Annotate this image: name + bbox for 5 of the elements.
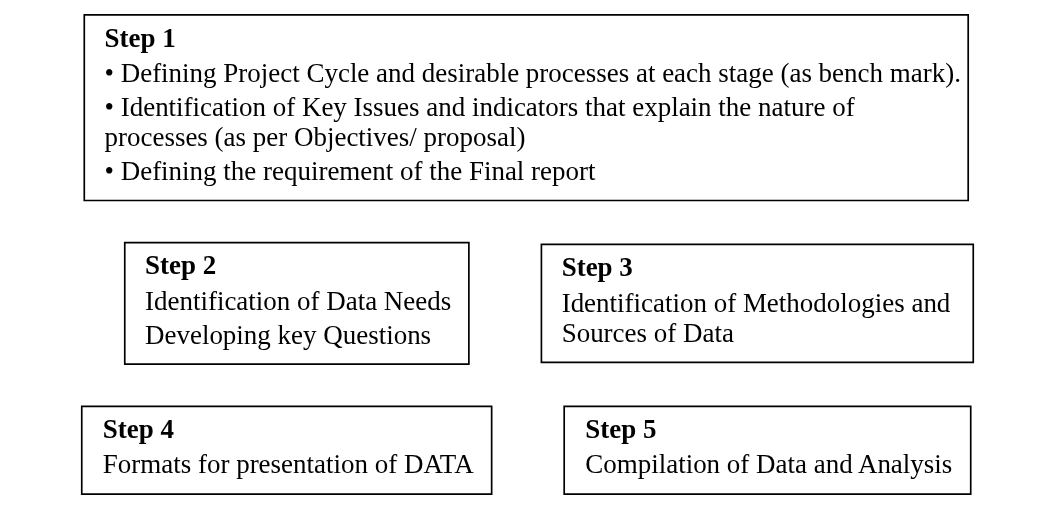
node-box: Step 2 Identification of Data Needs Developing key Questions [123,241,470,365]
node-box: Step 4 Formats for presentation of DATA [80,405,492,495]
node-box: Step 1 • Defining Project Cycle and desirable processes at each stage (as bench mark). • Identification of Key Issues and indicators that explain the nature of processes (as per Objectives/ proposal) • Defining the requirement of the Final report [82,14,969,202]
node-box: Step 5 Compilation of Data and Analysis [562,405,972,495]
node-box: Step 3 Identification of Methodologies and Sources of Data [540,243,974,364]
